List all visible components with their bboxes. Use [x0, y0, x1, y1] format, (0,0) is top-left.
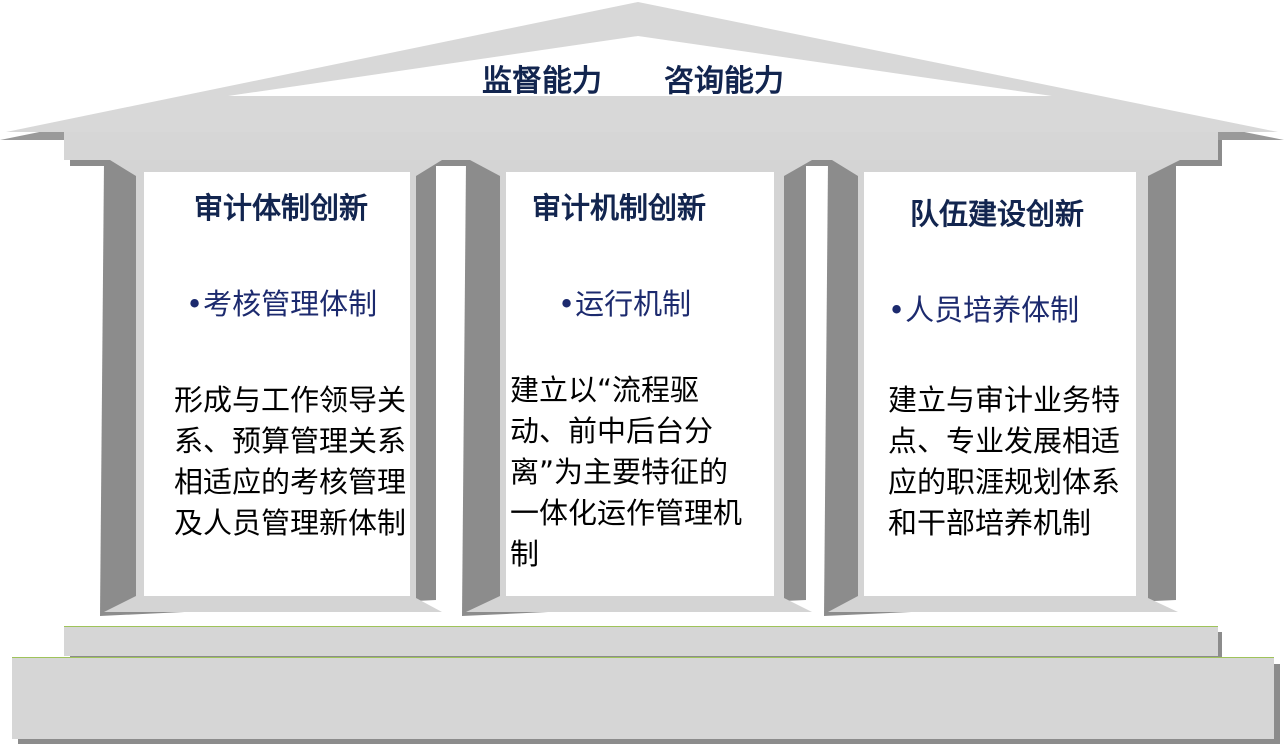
- pillar-3-title: 队伍建设创新: [910, 197, 1085, 231]
- pillar-3: [824, 160, 1180, 616]
- pillar-2-bullet: •运行机制: [558, 287, 692, 321]
- pillar-2-panel: [506, 172, 774, 596]
- pillar-3-text: 建立与审计业务特点、专业发展相适应的职涯规划体系和干部培养机制: [888, 383, 1121, 540]
- pillar-2-title: 审计机制创新: [532, 191, 707, 225]
- pillar-1-bullet: •考核管理体制: [186, 287, 378, 321]
- pillar-3-panel: [864, 172, 1136, 596]
- roof-inner-highlight: [228, 36, 1052, 96]
- base-step-upper: [64, 626, 1218, 656]
- base-step-lower: [12, 657, 1274, 739]
- pillar-1-title: 审计体制创新: [194, 191, 369, 225]
- pillar-1-panel: [144, 172, 410, 596]
- roof-title-supervision: 监督能力: [482, 64, 602, 99]
- pillar-1-text: 形成与工作领导关系、预算管理关系相适应的考核管理及人员管理新体制: [174, 383, 407, 540]
- pillar-3-bullet: •人员培养体制: [888, 293, 1080, 327]
- pillar-2: [462, 160, 812, 616]
- pillar-2-text: 建立以“流程驱动、前中后台分离”为主要特征的一体化运作管理机制: [510, 373, 743, 571]
- pillar-1: [100, 160, 442, 616]
- roof-title-consulting: 咨询能力: [664, 64, 784, 99]
- architrave: [64, 132, 1218, 160]
